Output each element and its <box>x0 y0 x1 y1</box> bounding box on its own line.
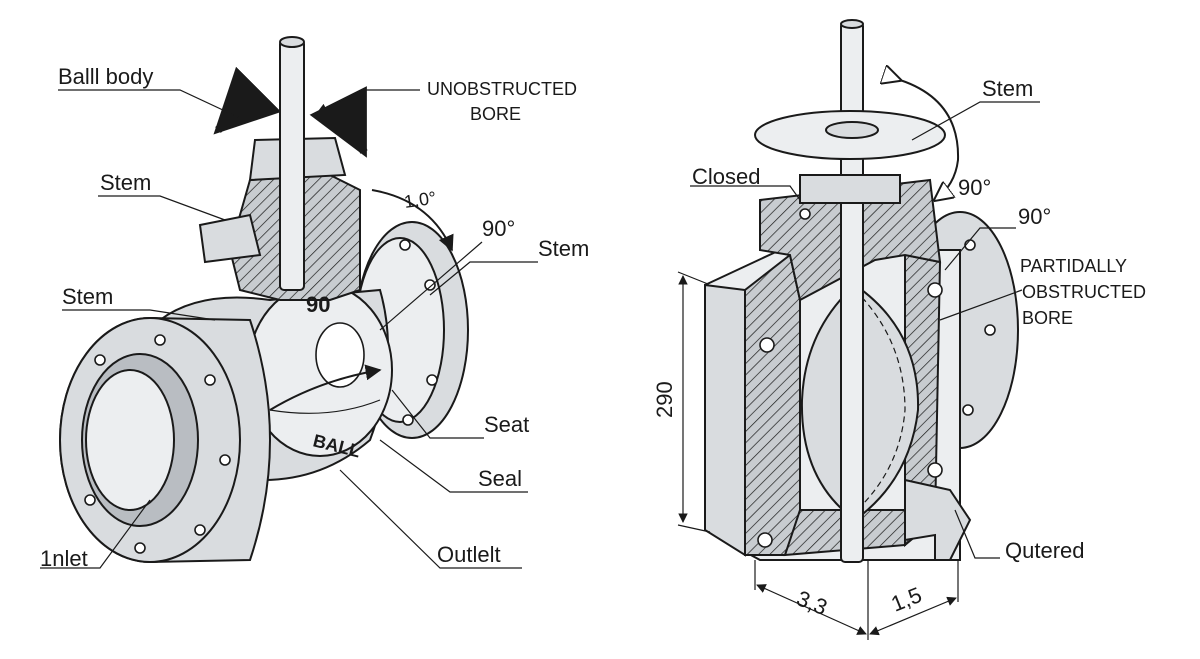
label-angle-b: 90° <box>482 216 515 241</box>
body-bolt <box>927 282 943 298</box>
ball-rotation-arc <box>269 364 382 411</box>
body-bolt <box>757 532 773 548</box>
body-section-left <box>744 253 801 556</box>
rotation-arc <box>900 80 960 200</box>
mounting-foot <box>904 478 972 561</box>
top-bracket <box>799 174 901 204</box>
rotation-arrow-right <box>309 86 368 158</box>
ball-number-engraving: 90 <box>306 292 330 317</box>
label-stem-a: Stem <box>100 170 151 195</box>
stem-shaft <box>279 39 305 291</box>
leader-outlet <box>339 469 522 569</box>
body-left-wall <box>704 283 746 557</box>
label-seal: Seal <box>478 466 522 491</box>
leader-stem <box>911 101 1040 141</box>
ball-bore <box>315 322 365 388</box>
leader-partially <box>939 289 1023 321</box>
flange-bolt-hole <box>399 239 411 251</box>
label-partially-2: OBSTRUCTED <box>1022 282 1146 302</box>
label-angle-a: 1,0° <box>403 188 438 212</box>
leader-closed <box>690 185 801 201</box>
flange-bolt-hole <box>204 374 216 386</box>
flange-bolt-hole <box>962 404 974 416</box>
label-dim-width-a: 3,3 <box>793 585 831 620</box>
body-bolt <box>759 337 775 353</box>
seat-line <box>269 399 381 414</box>
flange-bolt-hole <box>424 279 436 291</box>
flange-bolt-hole <box>984 324 996 336</box>
flange-bolt-hole <box>84 494 96 506</box>
flange-bolt-hole <box>426 374 438 386</box>
stem-top <box>279 36 305 48</box>
leader-stem-a <box>98 195 226 221</box>
angle-arc <box>371 189 454 252</box>
label-stem-b: Stem <box>538 236 589 261</box>
body-bolt <box>799 208 811 220</box>
label-dim-height: 290 <box>652 381 677 418</box>
label-unobstructed-2: BORE <box>470 104 521 124</box>
leader-stem-b <box>429 261 538 296</box>
gland-left <box>198 213 262 264</box>
label-stem: Stem <box>982 76 1033 101</box>
label-outlet: Outlelt <box>437 542 501 567</box>
inlet-bore-inner <box>85 369 175 511</box>
label-partially-1: PARTIDALLY <box>1020 256 1127 276</box>
label-angle-a: 90° <box>958 175 991 200</box>
label-angle-b: 90° <box>1018 204 1051 229</box>
ball-valve-drawing: Balll body UNOBSTRUCTED BORE Stem 1,0° 9… <box>40 36 589 571</box>
rotation-arrow-left <box>213 66 282 135</box>
label-qutered: Qutered <box>1005 538 1085 563</box>
dim-ext-bottom <box>677 524 711 533</box>
dim-width-a-line <box>756 584 867 635</box>
leader-90 <box>944 227 1016 271</box>
leader-seat <box>391 389 484 439</box>
leader-qutered <box>954 509 1000 559</box>
stem-top <box>840 19 864 29</box>
leader-ball-body <box>58 89 241 119</box>
flange-bolt-hole <box>134 542 146 554</box>
label-inlet: 1nlet <box>40 546 88 571</box>
leader-90 <box>379 241 483 331</box>
disc-edge <box>854 289 906 513</box>
flange-bolt-hole <box>219 454 231 466</box>
label-unobstructed-1: UNOBSTRUCTED <box>427 79 577 99</box>
flange-bolt-hole <box>154 334 166 346</box>
label-partially-3: BORE <box>1022 308 1073 328</box>
leader-seal <box>379 439 528 493</box>
leader-inlet <box>40 499 151 569</box>
stem-shaft <box>840 21 864 563</box>
dim-width-b-line <box>869 596 957 636</box>
butterfly-valve-drawing: Stem Closed 90° 90° PARTIDALLY OBSTRUCTE… <box>652 19 1146 640</box>
label-ball-body: Balll body <box>58 64 153 89</box>
flange-bolt-hole <box>94 354 106 366</box>
leader-unobstructed <box>317 89 420 113</box>
body-bolt <box>927 462 943 478</box>
label-dim-width-b: 1,5 <box>888 582 926 617</box>
label-closed: Closed <box>692 164 760 189</box>
flange-bolt-hole <box>194 524 206 536</box>
dim-ext-top <box>677 271 709 285</box>
leader-stem-c <box>62 309 216 321</box>
handwheel-hub <box>825 121 879 139</box>
flange-bolt-hole <box>402 414 414 426</box>
label-seat: Seat <box>484 412 529 437</box>
label-stem-c: Stem <box>62 284 113 309</box>
